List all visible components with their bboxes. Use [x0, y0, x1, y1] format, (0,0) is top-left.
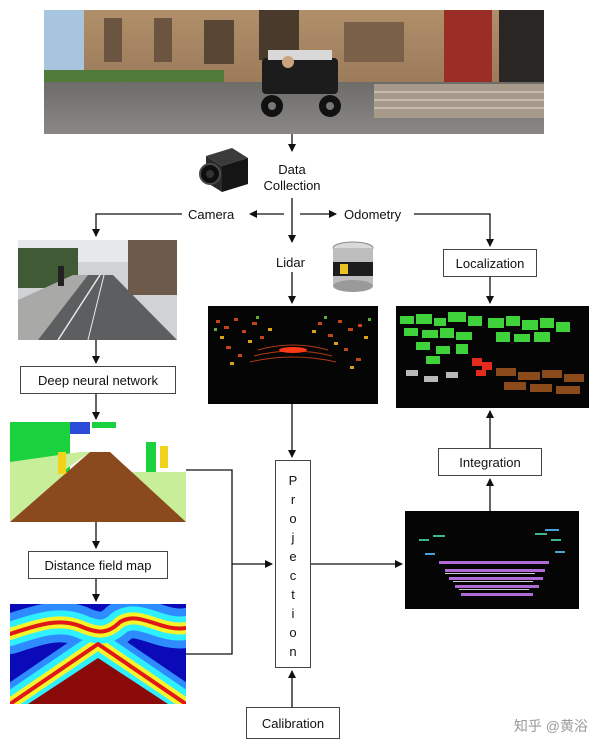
lidar-point-cloud-image	[208, 306, 378, 404]
calibration-box: Calibration	[246, 707, 340, 739]
projection-letter: e	[289, 549, 297, 564]
projection-letter: t	[291, 587, 295, 602]
vehicle-street-photo	[44, 10, 544, 134]
camera-label: Camera	[188, 207, 235, 222]
data-collection-label: Data Collection	[263, 162, 321, 193]
arrow-dfm-merge	[186, 564, 233, 655]
watermark: 知乎 @黄浴	[513, 718, 588, 734]
projection-letter: r	[290, 492, 296, 507]
camera-sensor-icon	[196, 144, 250, 196]
lidar-label: Lidar	[276, 255, 305, 270]
arrow-odometry-to-localization	[414, 213, 494, 247]
semantic-segmentation-image	[10, 422, 186, 522]
projection-letter: P	[288, 473, 298, 488]
projection-letter: c	[289, 568, 297, 583]
deep-neural-network-box: Deep neural network	[20, 366, 176, 394]
distance-field-map-box: Distance field map	[28, 551, 168, 579]
arrow-segmentation-merge	[186, 469, 233, 564]
projected-point-cloud-image	[405, 511, 579, 609]
localization-box: Localization	[443, 249, 537, 277]
arrow-camera-to-image	[92, 213, 182, 237]
odometry-label: Odometry	[344, 207, 402, 222]
localization-map-image	[396, 306, 589, 408]
projection-letter: o	[289, 511, 297, 526]
projection-letter: o	[289, 625, 297, 640]
lidar-sensor-icon	[330, 240, 376, 292]
integration-box: Integration	[438, 448, 542, 476]
projection-letter: i	[291, 606, 295, 621]
projection-box: P r o j e c t i o n	[275, 460, 311, 668]
distance-field-map-image	[10, 604, 186, 704]
projection-letter: j	[291, 530, 295, 545]
camera-street-image	[18, 240, 177, 340]
projection-letter: n	[289, 644, 297, 659]
